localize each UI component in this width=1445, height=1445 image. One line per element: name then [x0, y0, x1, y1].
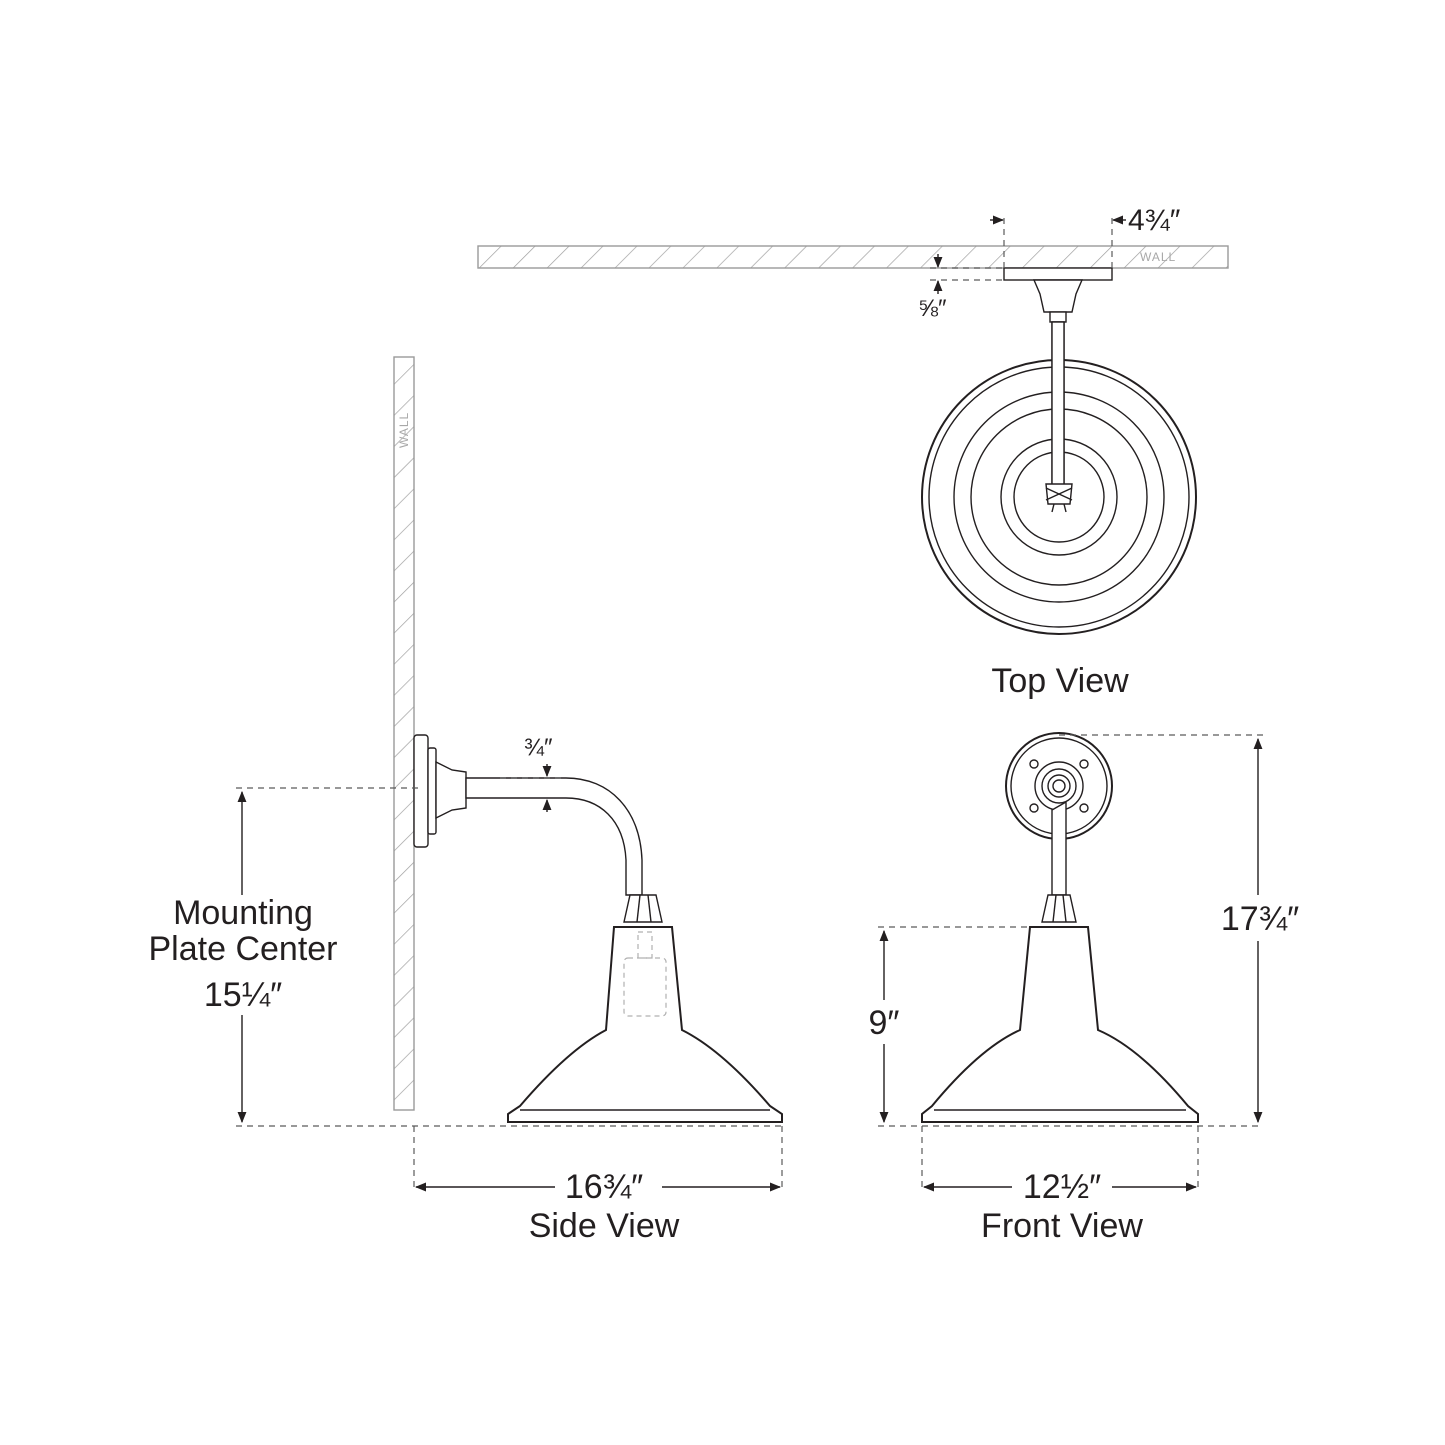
top-view-title: Top View: [991, 662, 1129, 700]
side-wall-label: WALL: [397, 412, 411, 448]
side-socket: [623, 894, 663, 923]
front-screw-icon: [1029, 803, 1039, 813]
top-wall: [477, 245, 1229, 269]
dim-projection: ⅝″: [918, 295, 947, 322]
front-screw-icon: [1079, 803, 1089, 813]
side-mounting-plate: [413, 734, 429, 848]
dim-plate-width: 4¾″: [1128, 204, 1181, 237]
top-wall-label: WALL: [1140, 250, 1176, 264]
dim-arm-diameter: ¾″: [524, 734, 553, 761]
front-view: 9″ 17¾″ 12½″ Front View: [862, 732, 1300, 1245]
front-socket: [1041, 894, 1077, 923]
dim-overall-height: 17¾″: [1221, 900, 1299, 938]
top-view: WALL 4¾″ ⅝″ Top View: [477, 204, 1229, 700]
dim-shade-height: 9″: [869, 1004, 900, 1042]
mounting-label-1: Mounting: [173, 894, 313, 932]
side-view: WALL ¾″ Mounting Plate Center 15¼″: [149, 356, 783, 1245]
top-mounting-plate: [1003, 267, 1113, 281]
side-wall: [393, 356, 415, 1111]
top-canopy: [1032, 279, 1084, 313]
side-arm: [465, 777, 643, 896]
dim-front-width: 12½″: [1023, 1168, 1101, 1206]
front-shade: [921, 926, 1199, 1123]
mounting-label-2: Plate Center: [149, 930, 338, 968]
dim-side-extension: 16¾″: [565, 1168, 643, 1206]
side-view-title: Side View: [529, 1207, 680, 1245]
dim-mounting-height: 15¼″: [204, 976, 282, 1014]
front-screw-icon: [1079, 759, 1089, 769]
side-canopy: [435, 760, 467, 820]
side-shade: [507, 926, 783, 1123]
front-screw-icon: [1029, 759, 1039, 769]
front-arm: [1051, 800, 1067, 896]
front-view-title: Front View: [981, 1207, 1143, 1245]
